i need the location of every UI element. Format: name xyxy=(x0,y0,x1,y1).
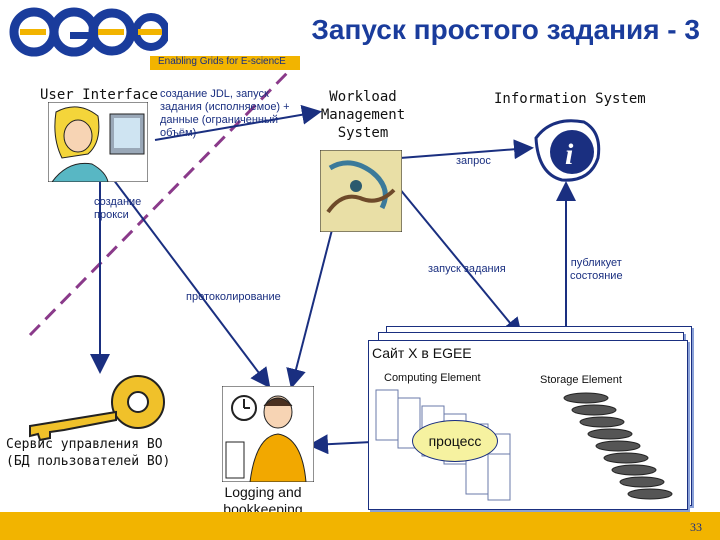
publish-line-1: публикует xyxy=(570,257,622,269)
wms-icon xyxy=(319,149,403,236)
vo-line-1: Сервис управления ВО xyxy=(6,437,163,452)
egee-logo xyxy=(8,6,170,58)
publishes-state-label: публикует состояние xyxy=(570,257,623,283)
info-system-label: Information System xyxy=(494,91,646,107)
user-interface-icon xyxy=(47,101,149,186)
user-interface-label: User Interface xyxy=(40,87,159,103)
jdl-line-1: создание JDL, запуск xyxy=(160,88,269,100)
tagline: Enabling Grids for E-sciencE xyxy=(158,56,286,67)
computing-element-label: Computing Element xyxy=(384,372,481,384)
wms-line-3: System xyxy=(337,125,389,141)
storage-element-label: Storage Element xyxy=(540,374,622,386)
lb-line-1: Logging and xyxy=(224,484,302,500)
tagline-bar xyxy=(150,56,300,70)
proxy-line-2: прокси xyxy=(94,209,129,221)
query-arrow xyxy=(399,139,534,160)
logging-arrow-ui xyxy=(109,174,271,389)
proxy-dashed-line xyxy=(28,68,292,337)
job-launch-arrow xyxy=(379,164,523,339)
info-icon: i xyxy=(532,114,606,190)
vo-line-2: (БД пользователей ВО) xyxy=(6,454,171,469)
svg-text:i: i xyxy=(565,138,574,171)
jdl-line-2: задания (исполняемое) + xyxy=(160,101,290,113)
proxy-creation-label: создание прокси xyxy=(94,196,141,222)
site-title: Сайт X в EGEE xyxy=(372,345,472,361)
key-icon xyxy=(20,372,170,446)
vo-service-label: Сервис управления ВО (БД пользователей В… xyxy=(6,436,170,470)
submit-arrow xyxy=(154,104,322,141)
page-number: 33 xyxy=(690,520,702,534)
wms-line-2: Management xyxy=(320,107,406,123)
jdl-submission-label: создание JDL, запуск задания (исполняемо… xyxy=(160,88,290,140)
jdl-line-3: данные (ограниченный xyxy=(160,114,279,126)
storage-element-icon xyxy=(563,392,673,500)
footer-bar xyxy=(0,512,720,540)
proxy-line-1: создание xyxy=(94,196,142,208)
process-bubble: процесс xyxy=(412,420,498,462)
wms-line-1: Workload xyxy=(329,89,397,105)
logging-label: протоколирование xyxy=(186,291,281,303)
publish-line-2: состояние xyxy=(570,270,623,282)
query-label: запрос xyxy=(456,155,491,167)
wms-label: Workload Management System xyxy=(314,88,412,142)
jdl-line-4: объём) xyxy=(160,127,197,139)
page-title: Запуск простого задания - 3 xyxy=(311,14,700,45)
job-launch-label: запуск задания xyxy=(428,263,506,275)
lb-icon xyxy=(221,385,315,486)
